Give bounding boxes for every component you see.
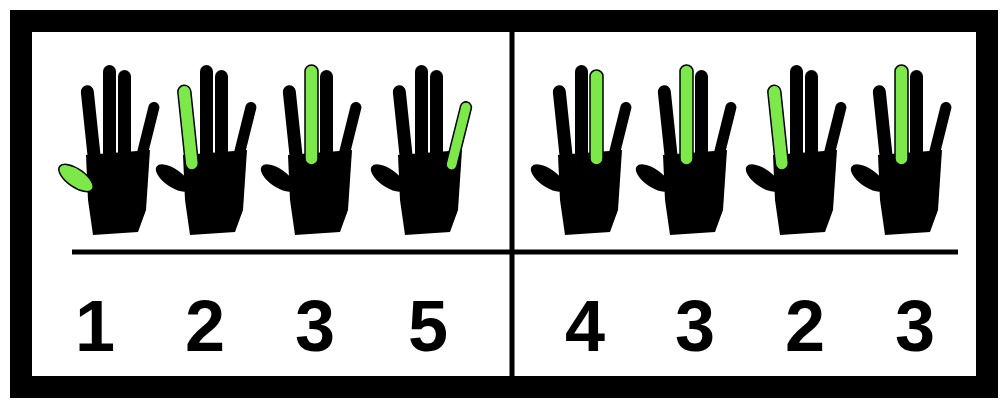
- panel-divider: [510, 21, 515, 387]
- finger-number: 1: [75, 290, 115, 362]
- hand-figure: [366, 65, 472, 235]
- hand-figure: [151, 65, 257, 235]
- hand-figure: [846, 65, 952, 235]
- hand-figure: [54, 65, 160, 235]
- baseline-rule: [72, 250, 958, 255]
- finger-number: 2: [185, 290, 225, 362]
- hand-figure: [526, 65, 632, 235]
- finger-number: 5: [408, 290, 448, 362]
- hand-figure: [631, 65, 737, 235]
- hand-figure: [741, 65, 847, 235]
- finger-number: 3: [895, 290, 935, 362]
- hand-figure: [256, 65, 362, 235]
- finger-number: 3: [675, 290, 715, 362]
- outer-frame: [21, 21, 987, 387]
- finger-number: 2: [785, 290, 825, 362]
- finger-number: 3: [295, 290, 335, 362]
- finger-number: 4: [565, 290, 605, 362]
